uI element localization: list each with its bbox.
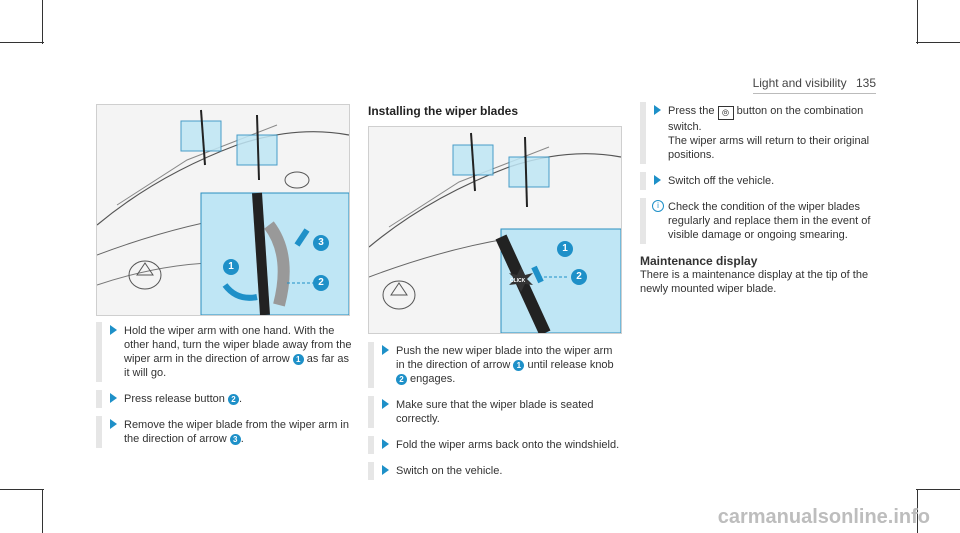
text-run: .: [238, 393, 243, 405]
maintenance-title: Maintenance display: [640, 254, 758, 268]
highlight-box: [508, 156, 550, 188]
text-run: as far as it will go.: [124, 353, 349, 379]
step: Remove the wiper blade from the wiper ar…: [96, 416, 352, 448]
step-arrow-icon: [382, 465, 389, 475]
text-run: engages.: [407, 373, 456, 385]
step-bar: [368, 396, 374, 428]
step-arrow-icon: [110, 325, 117, 335]
info-note: i Check the condition of the wiper blade…: [640, 198, 880, 244]
figure-install-wiper: CLICK 1 2: [368, 126, 622, 334]
step-text: Switch off the vehicle.: [668, 175, 775, 187]
step-arrow-icon: [654, 105, 661, 115]
step-text: button on the combination switch.: [668, 105, 864, 133]
step-bar: [368, 342, 374, 388]
crop-mark: [917, 0, 918, 44]
callout-ref: 3: [229, 434, 241, 445]
step-bar: [96, 390, 102, 408]
step: Switch off the vehicle.: [640, 172, 880, 190]
step-text: Push the new wiper blade into the wiper …: [396, 345, 614, 385]
step: Hold the wiper arm with one hand. With t…: [96, 322, 352, 382]
step-bar: [96, 416, 102, 448]
right-column: Press the ⦾ button on the combination sw…: [640, 102, 880, 296]
step-text: The wiper arms will return to their orig…: [668, 135, 870, 161]
step: Press release button 2.: [96, 390, 352, 408]
text-run: Make sure that the wiper blade is seated…: [396, 399, 594, 425]
crop-mark: [916, 489, 960, 490]
step-text: Fold the wiper arms back onto the windsh…: [396, 439, 619, 451]
callout-1: 1: [223, 259, 239, 275]
callout-ref: 1: [513, 360, 525, 371]
callout-ref: 1: [292, 354, 304, 365]
crop-mark: [0, 42, 44, 43]
callout-3: 3: [313, 235, 329, 251]
step-text: Hold the wiper arm with one hand. With t…: [124, 325, 351, 379]
crop-mark: [917, 489, 918, 533]
running-header: Light and visibility 135: [752, 76, 876, 94]
text-run: until release knob: [524, 359, 614, 371]
callout-1: 1: [557, 241, 573, 257]
step: Switch on the vehicle.: [368, 462, 624, 480]
info-text: Check the condition of the wiper blades …: [668, 201, 871, 241]
step: Push the new wiper blade into the wiper …: [368, 342, 624, 388]
step-arrow-icon: [654, 175, 661, 185]
crop-mark: [0, 489, 44, 490]
callout-ref: 2: [227, 394, 239, 405]
step-bar: [640, 102, 646, 164]
text-run: Press release button: [124, 393, 228, 405]
car-illustration-1: [97, 105, 349, 315]
maintenance-text: There is a maintenance display at the ti…: [640, 269, 869, 295]
page-number: 135: [855, 76, 876, 90]
step-bar: [368, 436, 374, 454]
step-bar: [96, 322, 102, 382]
callout-2: 2: [571, 269, 587, 285]
step-text: Remove the wiper blade from the wiper ar…: [124, 419, 349, 445]
section-title-header: Light and visibility: [752, 76, 847, 90]
watermark: carmanualsonline.info: [717, 506, 930, 528]
left-steps: Hold the wiper arm with one hand. With t…: [96, 322, 352, 458]
info-icon: i: [652, 200, 664, 212]
text-run: Remove the wiper blade from the wiper ar…: [124, 419, 349, 445]
text-run: Push the new wiper blade into the wiper …: [396, 345, 613, 371]
step-arrow-icon: [110, 393, 117, 403]
step-text: Switch on the vehicle.: [396, 465, 502, 477]
middle-steps: Push the new wiper blade into the wiper …: [368, 342, 624, 490]
step-text: Make sure that the wiper blade is seated…: [396, 399, 594, 425]
crop-mark: [42, 0, 43, 44]
figure-remove-wiper: 1 2 3: [96, 104, 350, 316]
step-text: Press the: [668, 105, 715, 117]
header-rule: [752, 93, 876, 94]
crop-mark: [42, 489, 43, 533]
step-arrow-icon: [382, 345, 389, 355]
callout-2: 2: [313, 275, 329, 291]
text-run: Hold the wiper arm with one hand. With t…: [124, 325, 352, 365]
step-bar: [368, 462, 374, 480]
click-label: CLICK: [510, 278, 526, 284]
step-arrow-icon: [382, 439, 389, 449]
step: Fold the wiper arms back onto the windsh…: [368, 436, 624, 454]
detail-inset: [200, 192, 349, 315]
highlight-box: [180, 120, 222, 152]
callout-ref: 2: [396, 374, 407, 385]
section-heading-installing: Installing the wiper blades: [368, 104, 519, 118]
crop-mark: [916, 42, 960, 43]
step-bar: [640, 172, 646, 190]
car-illustration-2: [369, 127, 621, 333]
step-arrow-icon: [382, 399, 389, 409]
step-text: Press release button 2.: [124, 393, 242, 405]
step-arrow-icon: [110, 419, 117, 429]
step: Press the ⦾ button on the combination sw…: [640, 102, 880, 164]
wiper-button-icon: ⦾: [717, 106, 734, 120]
text-run: Switch on the vehicle.: [396, 465, 503, 477]
step-bar: [640, 198, 646, 244]
step: Make sure that the wiper blade is seated…: [368, 396, 624, 428]
text-run: .: [240, 433, 244, 445]
text-run: Fold the wiper arms back onto the windsh…: [396, 439, 620, 451]
